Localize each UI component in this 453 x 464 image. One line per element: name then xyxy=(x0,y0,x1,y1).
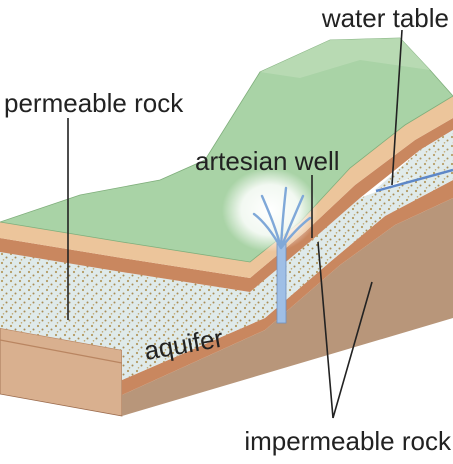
land-surface-highlight xyxy=(260,38,430,78)
front-aquifer-layer xyxy=(0,250,122,350)
front-top-layer xyxy=(0,222,122,258)
water-table-line xyxy=(375,168,453,193)
front-upper-impermeable-band xyxy=(0,238,122,272)
artesian-well xyxy=(222,168,318,324)
side-upper-impermeable-band xyxy=(122,118,453,292)
leader-impermeable-rock-2 xyxy=(332,281,373,419)
leader-water-table xyxy=(391,29,403,186)
label-permeable-rock: permeable rock xyxy=(4,88,184,118)
label-artesian-well: artesian well xyxy=(195,146,340,176)
label-impermeable-rock: impermeable rock xyxy=(244,426,452,456)
bedrock xyxy=(122,198,453,416)
front-cross-section xyxy=(0,222,123,417)
leader-lines xyxy=(67,29,403,419)
leader-impermeable-rock-1 xyxy=(317,241,334,419)
well-pipe xyxy=(276,242,287,324)
side-aquifer-layer xyxy=(122,162,453,380)
saturated-zone xyxy=(375,130,453,190)
well-glow xyxy=(222,168,318,252)
label-water-table: water table xyxy=(321,3,449,33)
water-fountain xyxy=(252,186,312,250)
side-lower-impermeable-band xyxy=(122,180,453,395)
